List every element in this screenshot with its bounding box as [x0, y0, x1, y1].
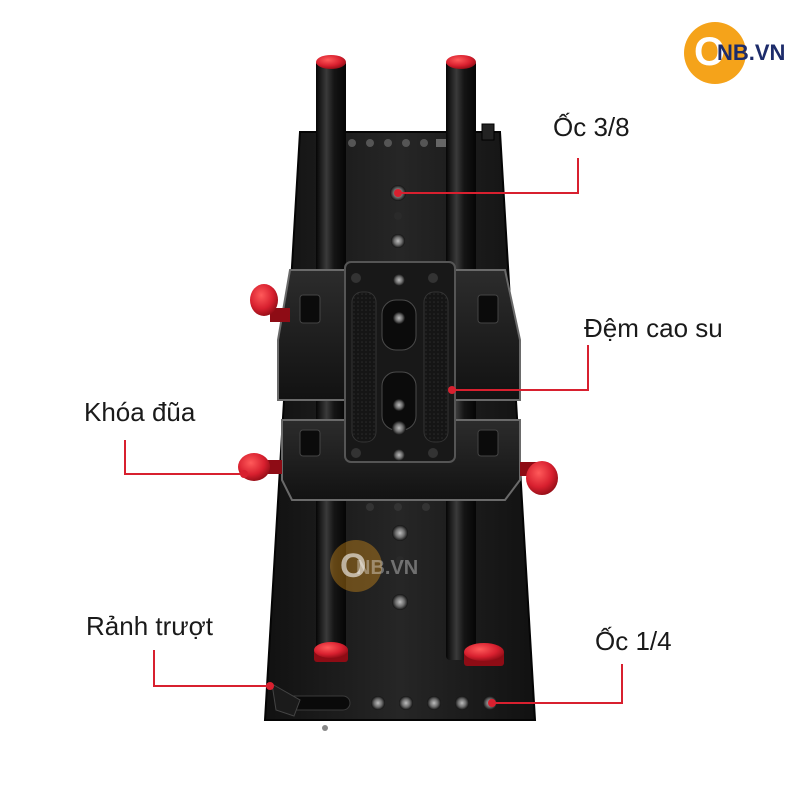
label-slide-groove: Rảnh trượt: [86, 611, 213, 641]
rubber-pad-right: [423, 291, 449, 443]
right-rod-bottom-cap: [464, 643, 504, 666]
top-edge-holes: [348, 139, 446, 147]
label-rod-lock: Khóa đũa: [84, 397, 196, 427]
leader-rod-lock: [124, 440, 244, 475]
label-screw-1-4: Ốc 1/4: [595, 626, 672, 656]
brand-logo-letter: O: [694, 30, 726, 74]
knob-upper-left: [250, 284, 290, 322]
rubber-pad-left: [351, 291, 377, 443]
watermark-letter: O: [340, 547, 367, 585]
label-rubber-pad: Đệm cao su: [584, 313, 723, 343]
leader-rubber-pad: [452, 345, 589, 391]
center-slot-upper: [381, 299, 417, 351]
left-rod-bottom-cap: [314, 642, 348, 662]
leader-slide-groove: [153, 650, 270, 687]
leader-dots: [240, 189, 496, 707]
leader-lines: [124, 158, 623, 704]
knob-lower-right: [520, 461, 558, 495]
brand-logo-circle: [684, 22, 746, 84]
right-rod-top-cap: [446, 55, 476, 69]
watermark-circle: [330, 540, 382, 592]
left-rod-top-cap: [316, 55, 346, 69]
brand-logo-text: NB.VN: [717, 40, 786, 65]
bottom-row-holes: [322, 696, 497, 731]
label-screw-3-8: Ốc 3/8: [553, 112, 630, 142]
leader-screw-3-8: [398, 158, 579, 194]
top-clip: [481, 123, 495, 141]
leader-screw-1-4: [492, 664, 623, 704]
slide-lever: [271, 683, 301, 717]
watermark-text: NB.VN: [356, 557, 419, 579]
